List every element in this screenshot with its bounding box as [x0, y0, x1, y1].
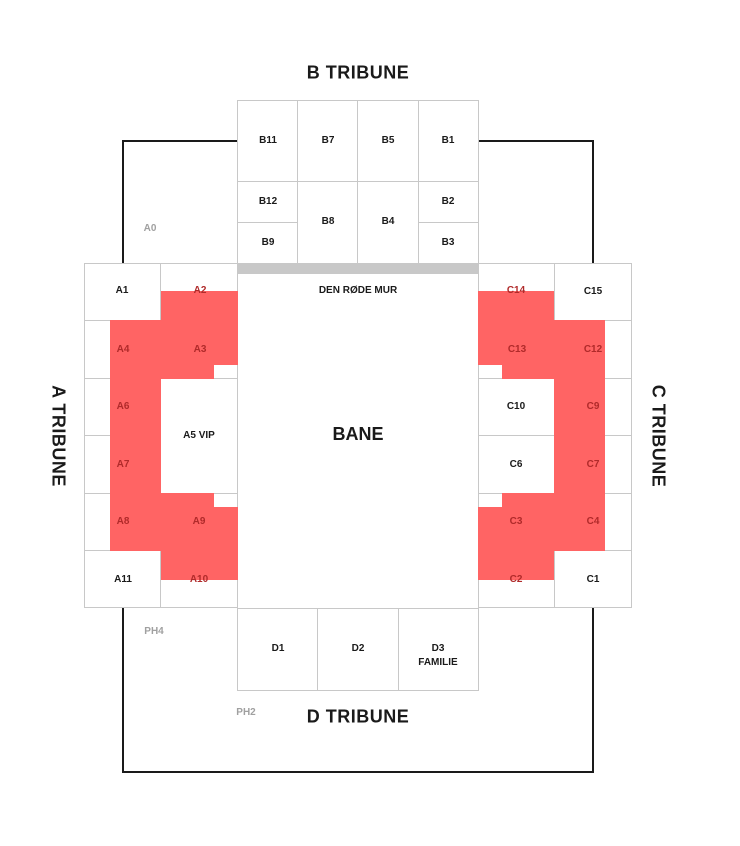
label-a11: A11: [114, 574, 132, 585]
label-c14: C14: [506, 285, 526, 296]
label-a8: A8: [116, 516, 130, 527]
section-a10-fill: [161, 550, 238, 580]
label-a4: A4: [116, 344, 130, 355]
section-c13-fill: [478, 320, 554, 365]
label-b3: B3: [441, 237, 455, 248]
label-a5-vip: A5 VIP: [183, 430, 215, 441]
outline-top-right: [478, 140, 594, 142]
label-b7: B7: [321, 135, 335, 146]
label-b5: B5: [381, 135, 395, 146]
label-a1: A1: [115, 285, 129, 296]
label-a3: A3: [193, 344, 207, 355]
section-c14-fill: [478, 291, 554, 321]
section-a7-fill: [110, 435, 161, 494]
label-c15: C15: [583, 286, 603, 297]
section-c4-fill: [554, 493, 605, 551]
label-c6: C6: [509, 459, 523, 470]
area-ph2-label: PH2: [236, 707, 256, 718]
stand-b-title: B TRIBUNE: [306, 62, 410, 83]
label-b12: B12: [258, 196, 278, 207]
section-a9-fill: [161, 493, 214, 508]
section-c13-fill: [502, 364, 554, 379]
section-c3-fill: [478, 507, 554, 551]
section-a3-fill: [161, 364, 214, 379]
label-a2: A2: [193, 285, 207, 296]
section-a3-fill: [161, 320, 238, 365]
section-a8-fill: [110, 493, 161, 551]
section-b4[interactable]: [357, 181, 419, 264]
label-c4: C4: [586, 516, 600, 527]
outline-left-upper: [122, 140, 124, 264]
section-b8[interactable]: [297, 181, 358, 264]
section-d1[interactable]: [237, 608, 318, 691]
outline-right-lower: [592, 607, 594, 773]
label-b4: B4: [381, 216, 395, 227]
label-a9: A9: [192, 516, 206, 527]
label-b8: B8: [321, 216, 335, 227]
section-c3-fill: [502, 493, 554, 508]
label-c12: C12: [583, 344, 603, 355]
area-a0-label: A0: [143, 223, 157, 234]
stand-d-title: D TRIBUNE: [306, 706, 410, 727]
section-c9-fill: [554, 378, 605, 436]
label-a6: A6: [116, 401, 130, 412]
outline-top-left: [122, 140, 238, 142]
label-b11: B11: [259, 135, 277, 146]
red-wall-label: DEN RØDE MUR: [318, 285, 398, 296]
label-c10: C10: [506, 401, 526, 412]
pitch-label: BANE: [332, 424, 384, 444]
section-b11[interactable]: [237, 100, 298, 182]
section-a9-fill: [161, 507, 238, 551]
outline-right-upper: [592, 140, 594, 264]
section-c2-fill: [478, 550, 554, 580]
section-a6-fill: [110, 378, 161, 436]
section-b2[interactable]: [418, 181, 479, 223]
label-c9: C9: [586, 401, 600, 412]
outline-bottom: [122, 771, 594, 773]
label-b2: B2: [441, 196, 455, 207]
label-d1: D1: [271, 643, 285, 654]
area-ph4-label: PH4: [144, 626, 164, 637]
label-a7: A7: [116, 459, 130, 470]
section-c12-fill: [554, 320, 605, 379]
label-c2: C2: [509, 574, 523, 585]
section-b7[interactable]: [297, 100, 358, 182]
label-d3: D3 FAMILIE: [418, 643, 458, 668]
section-b9[interactable]: [237, 222, 298, 264]
section-d3[interactable]: [398, 608, 479, 691]
red-wall-bar: [238, 264, 478, 274]
stand-c-title: C TRIBUNE: [648, 384, 669, 488]
section-b1[interactable]: [418, 100, 479, 182]
label-a10: A10: [189, 574, 209, 585]
label-c7: C7: [586, 459, 600, 470]
section-a4-fill: [110, 320, 161, 379]
label-c1: C1: [586, 574, 600, 585]
label-c3: C3: [509, 516, 523, 527]
outline-left-lower: [122, 607, 124, 773]
label-b9: B9: [261, 237, 275, 248]
section-d2[interactable]: [317, 608, 399, 691]
section-a2-fill: [161, 291, 238, 321]
section-b3[interactable]: [418, 222, 479, 264]
section-c7-fill: [554, 435, 605, 494]
stand-a-title: A TRIBUNE: [48, 385, 69, 487]
label-d2: D2: [351, 643, 365, 654]
label-b1: B1: [441, 135, 455, 146]
label-c13: C13: [507, 344, 527, 355]
